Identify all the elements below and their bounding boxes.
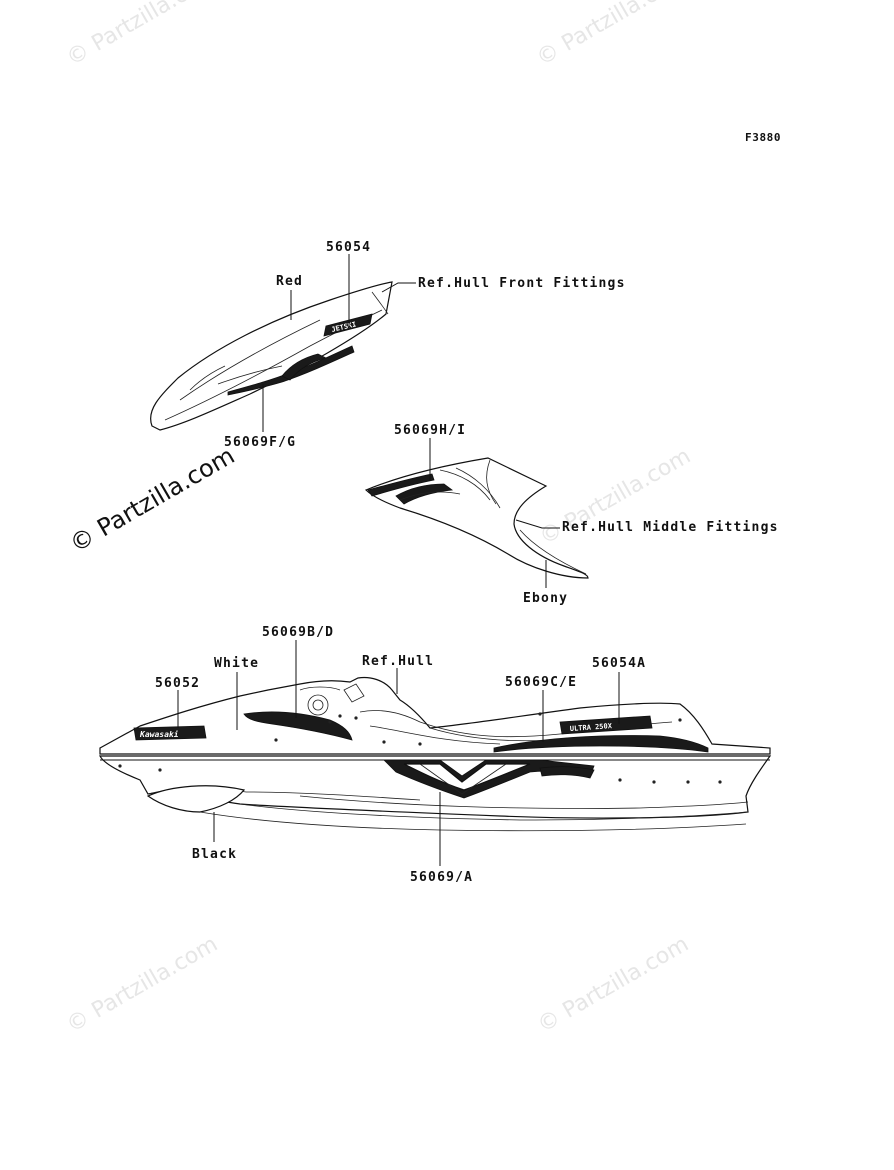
- watermark-main: © Partzilla.com: [65, 441, 239, 558]
- label-56069a: 56069/A: [410, 870, 473, 885]
- front-hood-cover: JETSKI: [150, 281, 393, 431]
- label-ebony: Ebony: [523, 591, 568, 606]
- watermark-top-left: © Partzilla.com: [63, 0, 223, 71]
- label-red: Red: [276, 274, 303, 289]
- middle-side-panel: [364, 457, 589, 579]
- main-hull: ULTRA 250X Kawasaki: [99, 676, 772, 832]
- rear-logo-text: ULTRA 250X: [570, 722, 613, 733]
- label-56069ce: 56069C/E: [505, 675, 577, 690]
- side-logo-text: Kawasaki: [139, 729, 179, 739]
- watermark-bottom-left: © Partzilla.com: [63, 932, 223, 1039]
- label-ref-hull-middle-fittings: Ref.Hull Middle Fittings: [562, 520, 779, 535]
- label-56054: 56054: [326, 240, 371, 255]
- label-56069bd: 56069B/D: [262, 625, 334, 640]
- leader-ref-hull-middle: [515, 519, 560, 529]
- watermark-top-right: © Partzilla.com: [533, 0, 693, 71]
- diagram-code: F3880: [745, 131, 781, 144]
- label-56069fg: 56069F/G: [224, 435, 296, 450]
- label-56052: 56052: [155, 676, 200, 691]
- label-ref-hull: Ref.Hull: [362, 654, 434, 669]
- leader-ref-hull-front: [381, 282, 416, 293]
- label-56069hi: 56069H/I: [394, 423, 466, 438]
- filler-cap-icon: [307, 694, 329, 716]
- watermark-bottom-right: © Partzilla.com: [534, 932, 694, 1039]
- label-white: White: [214, 656, 259, 671]
- label-56054a: 56054A: [592, 656, 646, 671]
- label-ref-hull-front-fittings: Ref.Hull Front Fittings: [418, 276, 626, 291]
- hull-rivets: [118, 712, 722, 784]
- label-black: Black: [192, 847, 237, 862]
